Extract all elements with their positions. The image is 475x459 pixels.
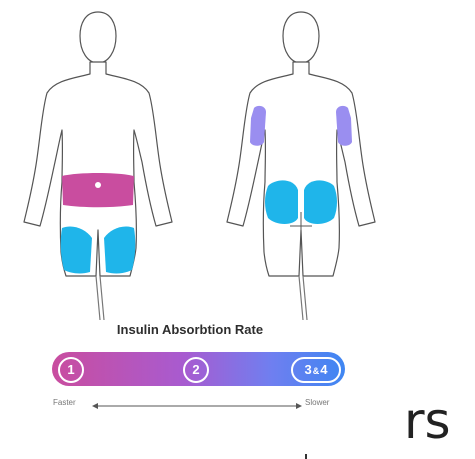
navel-icon bbox=[95, 182, 101, 188]
front-body-figure bbox=[24, 12, 172, 320]
abdomen-zone bbox=[62, 173, 134, 207]
cropped-text: rs bbox=[404, 396, 451, 446]
right-buttock-zone bbox=[304, 180, 337, 224]
double-arrow-icon bbox=[92, 402, 302, 410]
absorption-rate-title: Insulin Absorbtion Rate bbox=[0, 322, 380, 337]
cropped-mark bbox=[305, 454, 307, 459]
rank-badge-1: 1 bbox=[58, 357, 84, 383]
left-thigh-zone bbox=[61, 226, 92, 273]
right-thigh-zone bbox=[104, 226, 135, 273]
rank-4: 4 bbox=[320, 362, 327, 377]
rank-3: 3 bbox=[305, 362, 312, 377]
rank-badge-2: 2 bbox=[183, 357, 209, 383]
rank-joiner: & bbox=[313, 366, 320, 376]
rank-badge-3-4: 3&4 bbox=[291, 357, 341, 383]
faster-label: Faster bbox=[53, 398, 76, 407]
left-buttock-zone bbox=[265, 180, 298, 224]
back-body-figure bbox=[227, 12, 375, 320]
absorption-rate-bar: 1 2 3&4 bbox=[52, 352, 345, 386]
slower-label: Slower bbox=[305, 398, 329, 407]
